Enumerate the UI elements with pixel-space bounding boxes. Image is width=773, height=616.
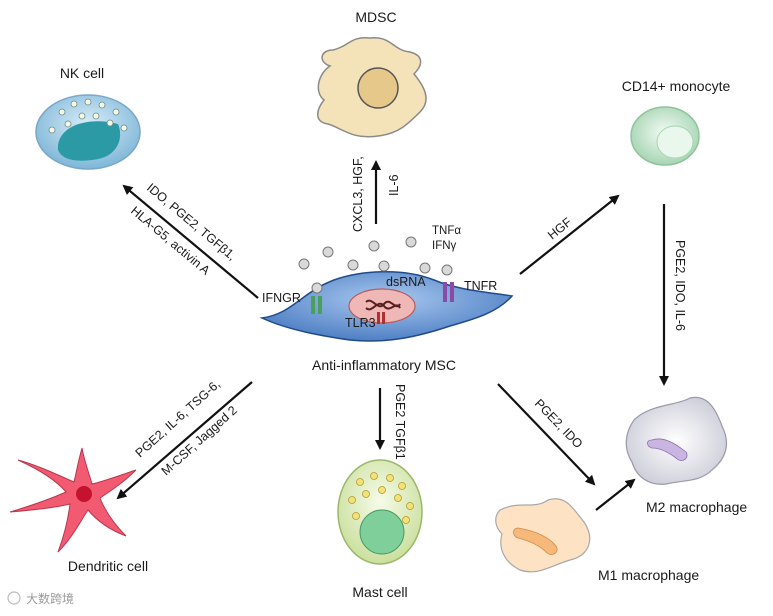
- tnfr-label: TNFR: [464, 279, 497, 293]
- watermark-logo: 大数跨境: [7, 591, 74, 606]
- arrow-msc-to-nk: [122, 184, 259, 299]
- ifngr-label: IFNGR: [262, 291, 301, 305]
- dsrna-label: dsRNA: [386, 275, 426, 289]
- m2-macrophage-cell: M2 macrophage: [625, 396, 747, 515]
- m1-factors: PGE2, IDO: [532, 396, 586, 451]
- cd14-monocyte-label: CD14+ monocyte: [622, 78, 731, 94]
- nk-cell-label: NK cell: [60, 65, 104, 81]
- cd14-factors: HGF: [545, 215, 575, 243]
- arrow-msc-to-m1: [497, 383, 596, 486]
- mast-cell-label: Mast cell: [352, 584, 407, 600]
- dendritic-cell-label: Dendritic cell: [68, 558, 148, 574]
- tlr3-label: TLR3: [345, 316, 376, 330]
- tlr3-receptor: [377, 312, 385, 324]
- cd14-monocyte-cell: CD14+ monocyte: [622, 78, 731, 166]
- mdsc-label: MDSC: [355, 9, 396, 25]
- arrow-m1-to-m2: [595, 478, 636, 511]
- ifng-label: IFNγ: [432, 240, 457, 252]
- m2-macrophage-label: M2 macrophage: [646, 499, 747, 515]
- nk-cell: NK cell: [35, 65, 141, 170]
- tnfa-label: TNFα: [432, 225, 461, 237]
- msc-cell: IFNGR TNFR dsRNA TLR3 TNFα IFNγ Anti-inf…: [259, 225, 514, 373]
- mast-factors: PGE2 TGFβ1: [393, 384, 407, 460]
- nk-factors-line2: HLA-G5, activin A: [128, 204, 213, 279]
- dendritic-cell: Dendritic cell: [9, 447, 148, 574]
- m1-macrophage-cell: M1 macrophage: [495, 498, 699, 583]
- m1-macrophage-label: M1 macrophage: [598, 567, 699, 583]
- ifngr-receptor: [311, 296, 322, 314]
- cytokine-particles: [298, 236, 453, 294]
- mdsc-factors-line1: CXCL3, HGF,: [351, 156, 365, 232]
- mdsc-factors-line2: IL-6: [387, 174, 401, 196]
- mdsc-cell: MDSC: [317, 9, 427, 138]
- arrows: [116, 160, 669, 511]
- mast-cell: Mast cell: [337, 459, 423, 600]
- msc-label: Anti-inflammatory MSC: [312, 357, 456, 373]
- watermark-text: 大数跨境: [26, 591, 74, 606]
- cd14-to-m2-factors: PGE2, IDO, IL-6: [673, 240, 687, 331]
- arrow-msc-to-cd14: [519, 194, 620, 275]
- arrow-msc-to-dendritic: [116, 381, 253, 500]
- tnfr-receptor: [443, 282, 454, 302]
